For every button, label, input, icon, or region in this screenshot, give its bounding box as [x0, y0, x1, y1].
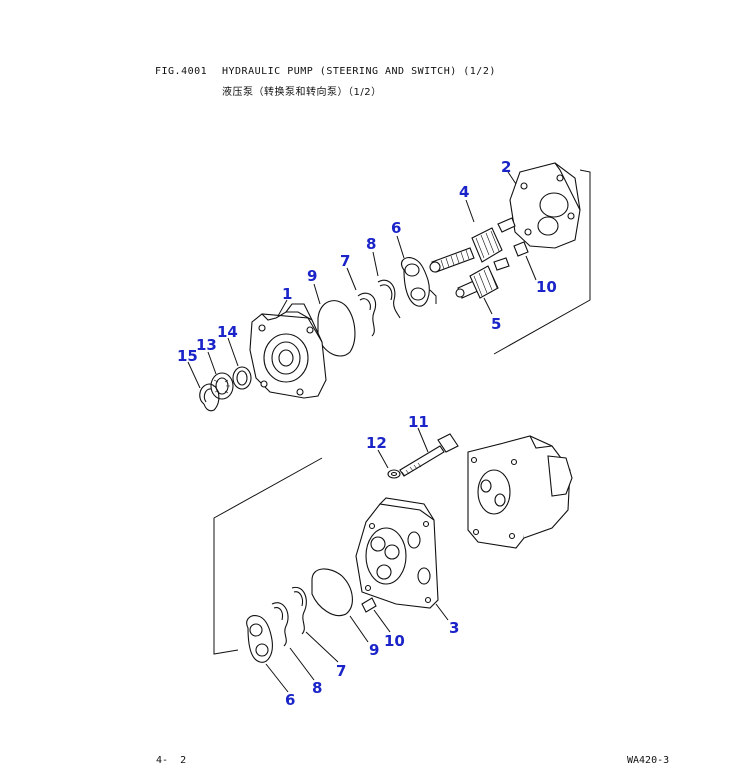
callout-7-lower: 7 — [336, 662, 346, 680]
part-14-oil-seal[interactable] — [232, 366, 252, 390]
model-code: WA420-3 — [627, 755, 670, 766]
callout-7-upper: 7 — [340, 252, 350, 270]
assembled-pump[interactable] — [467, 435, 573, 549]
figure-title-chinese: 液压泵（转换泵和转向泵）（1/2） — [222, 87, 382, 98]
part-15-snap-ring[interactable] — [199, 383, 220, 412]
part-9-o-ring-upper[interactable] — [317, 300, 356, 357]
part-13-bearing[interactable] — [210, 372, 234, 400]
callout-9-lower: 9 — [369, 641, 379, 659]
callout-15: 15 — [177, 347, 198, 365]
callout-12: 12 — [366, 434, 387, 452]
upper-frame-lines — [429, 169, 591, 355]
callout-10-lower: 10 — [384, 632, 405, 650]
part-12-washer[interactable] — [387, 469, 401, 479]
figure-number: FIG.4001 — [155, 66, 208, 77]
part-6-wear-plate-lower[interactable] — [246, 615, 273, 663]
leader-lines — [187, 171, 537, 693]
callout-10-upper: 10 — [536, 278, 557, 296]
part-5-driven-gear[interactable] — [455, 257, 510, 299]
part-4-drive-gear-shaft[interactable] — [429, 217, 516, 273]
part-6-wear-plate-upper[interactable] — [401, 257, 430, 307]
part-8-backup-ring-lower[interactable] — [271, 602, 289, 647]
callout-3: 3 — [449, 619, 459, 637]
callout-5: 5 — [491, 315, 501, 333]
part-1-front-cover[interactable] — [249, 303, 327, 399]
page-number: 4- 2 — [156, 755, 187, 766]
lower-frame-lines — [213, 457, 323, 655]
part-11-bolt[interactable] — [399, 433, 459, 477]
part-7-seal-ring-upper[interactable] — [357, 292, 376, 337]
part-7-seal-ring-lower[interactable] — [291, 586, 307, 635]
part-10-dowel-pin-lower[interactable] — [361, 597, 377, 613]
callout-1: 1 — [282, 285, 292, 303]
callout-6-lower: 6 — [285, 691, 295, 709]
part-10-dowel-pin-upper[interactable] — [513, 241, 529, 257]
callout-6-upper: 6 — [391, 219, 401, 237]
part-8-backup-ring-upper[interactable] — [377, 279, 401, 319]
part-9-o-ring-lower[interactable] — [311, 568, 353, 616]
callout-labels: 2 4 6 8 7 9 1 10 5 14 13 15 11 12 3 10 9… — [177, 158, 557, 709]
callout-8-lower: 8 — [312, 679, 322, 697]
callout-4: 4 — [459, 183, 469, 201]
callout-2: 2 — [501, 158, 511, 176]
callout-13: 13 — [196, 336, 217, 354]
callout-9-upper: 9 — [307, 267, 317, 285]
callout-8-upper: 8 — [366, 235, 376, 253]
part-3-pump-body[interactable] — [355, 497, 439, 609]
callout-11: 11 — [408, 413, 429, 431]
figure-title: HYDRAULIC PUMP (STEERING AND SWITCH) (1/… — [222, 66, 496, 77]
callout-14: 14 — [217, 323, 238, 341]
part-2-rear-body[interactable] — [509, 162, 581, 249]
